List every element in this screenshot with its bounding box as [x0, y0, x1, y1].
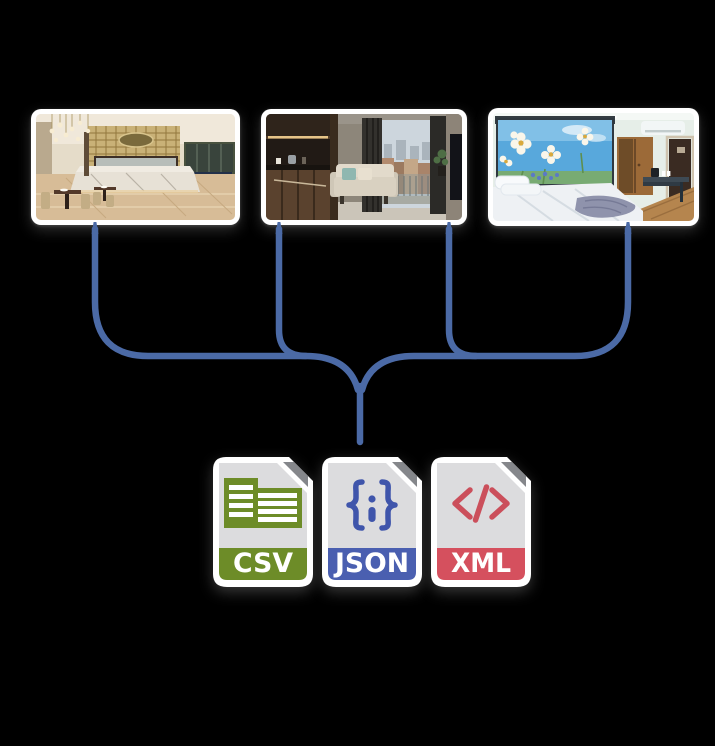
connector-line-3	[445, 225, 480, 360]
file-icon-xml: XML	[429, 455, 533, 589]
connector-line-2	[275, 225, 310, 360]
connector-line-1	[91, 225, 362, 394]
bedroom-photo	[488, 108, 699, 226]
json-label: JSON	[333, 548, 409, 579]
bedroom-photo-image	[493, 113, 694, 221]
file-paper	[328, 463, 416, 548]
connector-line-4	[358, 225, 632, 394]
code-tags-icon	[452, 484, 510, 523]
csv-label: CSV	[233, 548, 293, 579]
curly-braces-icon	[346, 479, 398, 531]
connector-tips	[91, 222, 632, 234]
restaurant-photo	[31, 109, 240, 225]
xml-band	[437, 548, 525, 580]
xml-label: XML	[451, 548, 511, 579]
file-icon-json: JSON	[320, 455, 424, 589]
colon-dots	[368, 495, 376, 522]
suite-photo-image	[266, 114, 462, 220]
csv-band	[219, 548, 307, 580]
suite-photo	[261, 109, 467, 225]
restaurant-photo-image	[36, 114, 235, 220]
spreadsheet-icon	[224, 478, 302, 528]
file-icon-csv: CSV	[211, 455, 315, 589]
json-band	[328, 548, 416, 580]
